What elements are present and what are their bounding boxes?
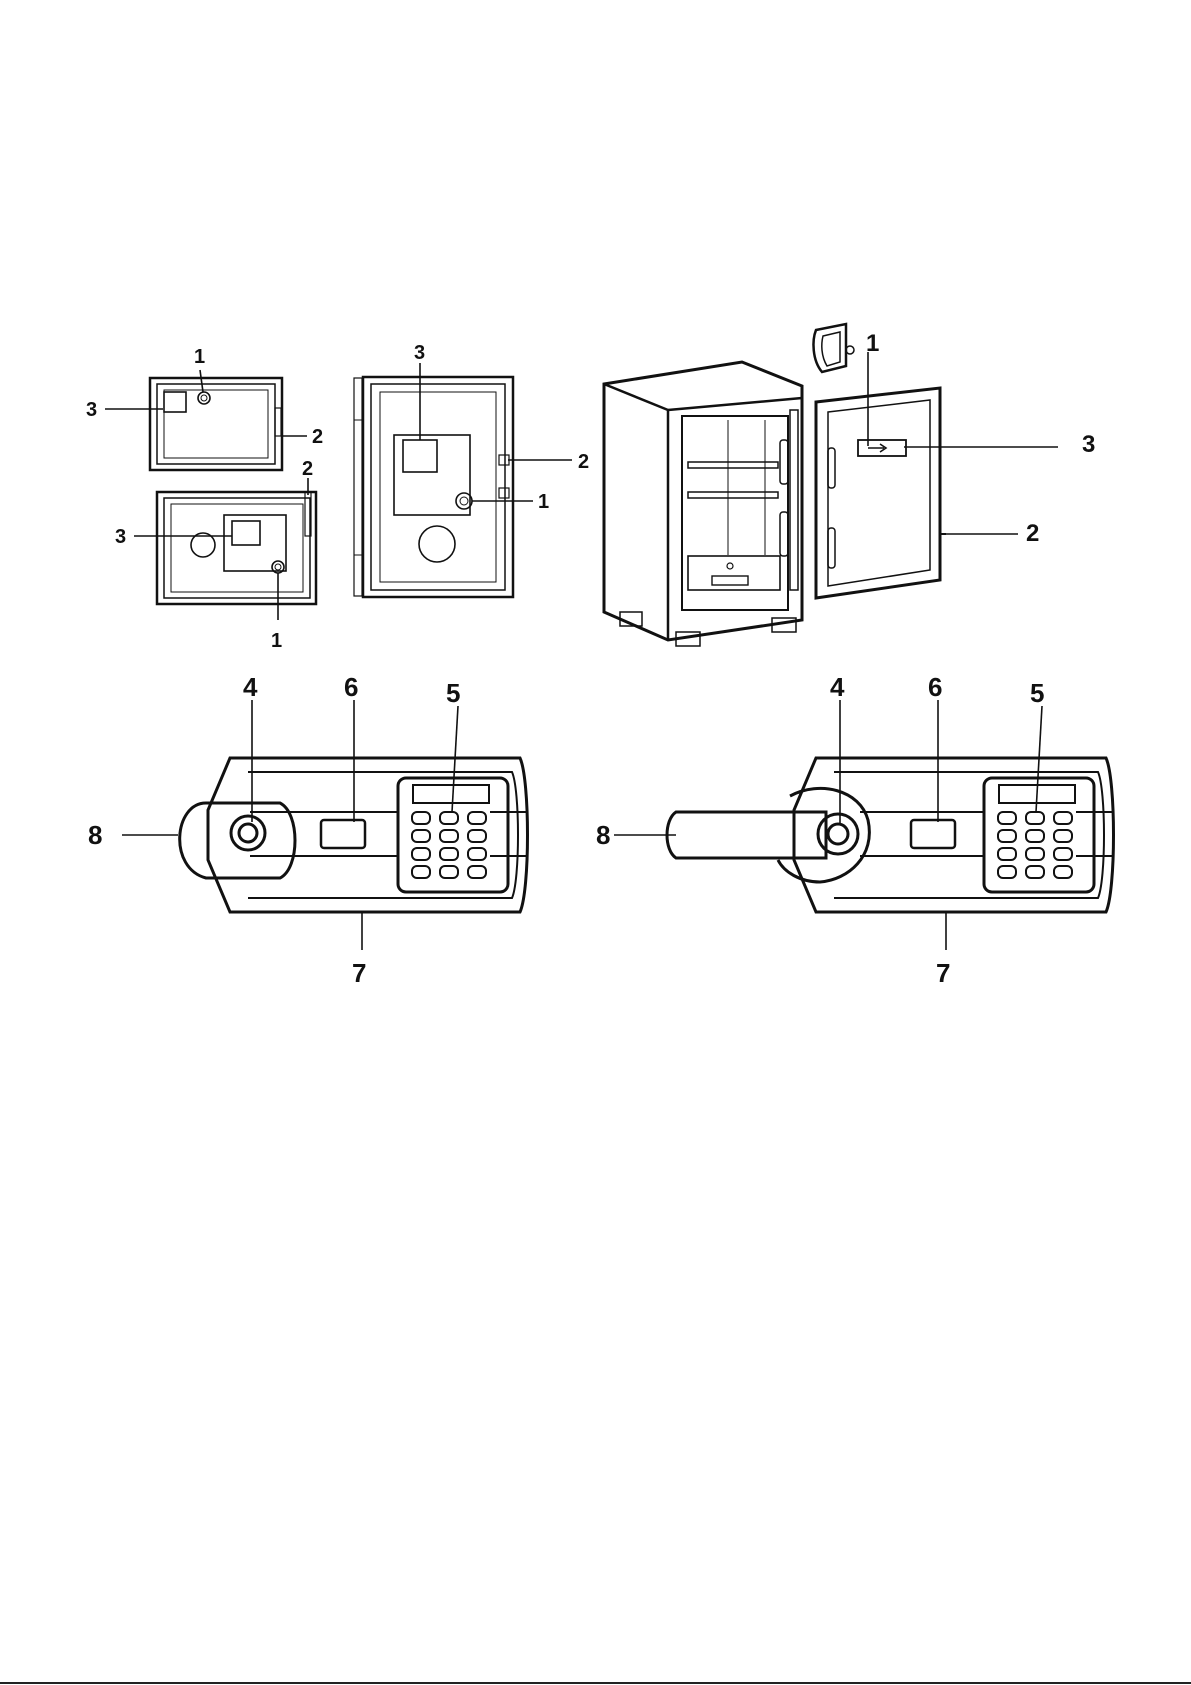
callout-tall-2: 2 (578, 451, 589, 473)
callout-left-4: 4 (243, 672, 258, 702)
callout-small-top-2: 2 (312, 426, 323, 448)
callout-safe-3: 3 (1082, 431, 1095, 458)
callout-right-4: 4 (830, 672, 845, 702)
door-illustration-small-bottom (134, 478, 316, 620)
lock-panel-left (122, 700, 528, 950)
safe-illustration-open (604, 324, 1058, 646)
callout-small-bottom-1: 1 (271, 630, 282, 652)
callout-right-8: 8 (596, 820, 610, 850)
callout-small-bottom-2: 2 (302, 458, 313, 480)
callout-small-top-3: 3 (86, 399, 97, 421)
callout-small-bottom-3: 3 (115, 526, 126, 548)
callout-left-5: 5 (446, 678, 460, 708)
callout-tall-3: 3 (414, 342, 425, 364)
callout-tall-1: 1 (538, 491, 549, 513)
callout-right-7: 7 (936, 958, 950, 988)
callout-safe-1: 1 (866, 330, 879, 357)
callout-left-7: 7 (352, 958, 366, 988)
door-illustration-small-top (105, 370, 307, 470)
page-bottom-rule (0, 1682, 1191, 1684)
door-illustration-tall (354, 363, 572, 597)
callout-safe-2: 2 (1026, 520, 1039, 547)
callout-left-6: 6 (344, 672, 358, 702)
callout-left-8: 8 (88, 820, 102, 850)
callout-small-top-1: 1 (194, 346, 205, 368)
callout-right-6: 6 (928, 672, 942, 702)
lock-panel-right (614, 700, 1114, 950)
callout-right-5: 5 (1030, 678, 1044, 708)
